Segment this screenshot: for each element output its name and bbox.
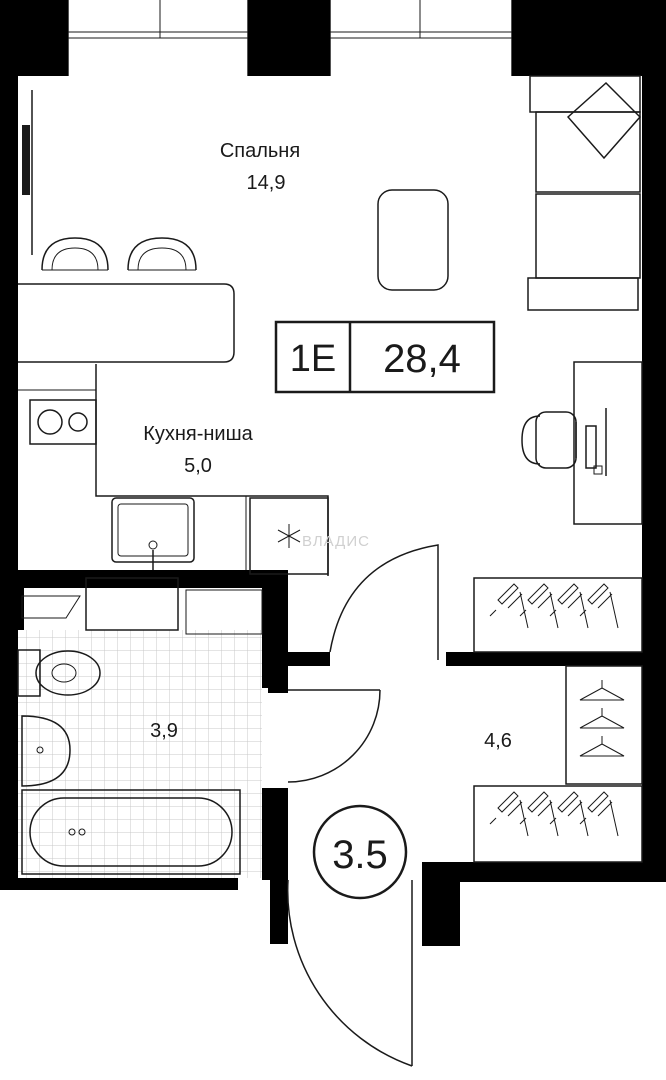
snowflake-icon — [277, 524, 301, 548]
toilet — [17, 649, 101, 697]
wardrobe-bedroom — [473, 577, 643, 653]
bedroom-name: Спальня — [220, 140, 300, 162]
bathroom-area: 3,9 — [150, 720, 178, 742]
bathroom-cabinet — [185, 589, 263, 635]
bathroom-tiles — [18, 630, 262, 878]
interior-walls — [18, 570, 642, 880]
washbasin — [21, 715, 71, 787]
coffee-table — [377, 189, 449, 291]
bathtub — [21, 789, 241, 875]
section-number: 3.5 — [332, 833, 388, 877]
watermark-text: ВЛАДИС — [302, 533, 370, 550]
cooktop — [29, 399, 97, 445]
apartment-total-area: 28,4 — [383, 337, 461, 381]
washing-machine — [21, 577, 179, 631]
bar-stools — [41, 237, 197, 271]
kitchen-name: Кухня-ниша — [143, 423, 253, 445]
apartment-type-code: 1Е — [290, 338, 336, 380]
apartment-badge: 1Е 28,4 — [274, 320, 496, 394]
wardrobe-hallway — [473, 665, 643, 863]
bar-counter — [18, 283, 235, 363]
bathroom-door-swing — [287, 689, 381, 783]
tv-panel — [22, 90, 33, 255]
kitchen-counter — [18, 364, 329, 576]
section-badge: 3.5 — [312, 804, 408, 900]
desk-chair — [521, 411, 577, 469]
kitchen-sink — [111, 497, 195, 570]
kitchen-area: 5,0 — [184, 455, 212, 477]
hallway-area: 4,6 — [484, 730, 512, 752]
exterior-walls — [0, 0, 666, 946]
bedroom-area: 14,9 — [247, 172, 286, 194]
entry-door-swing — [286, 879, 413, 1067]
bedroom-door-swing — [329, 544, 439, 660]
fridge — [249, 497, 329, 575]
sofa — [527, 75, 642, 311]
desk-with-monitor — [573, 361, 643, 525]
